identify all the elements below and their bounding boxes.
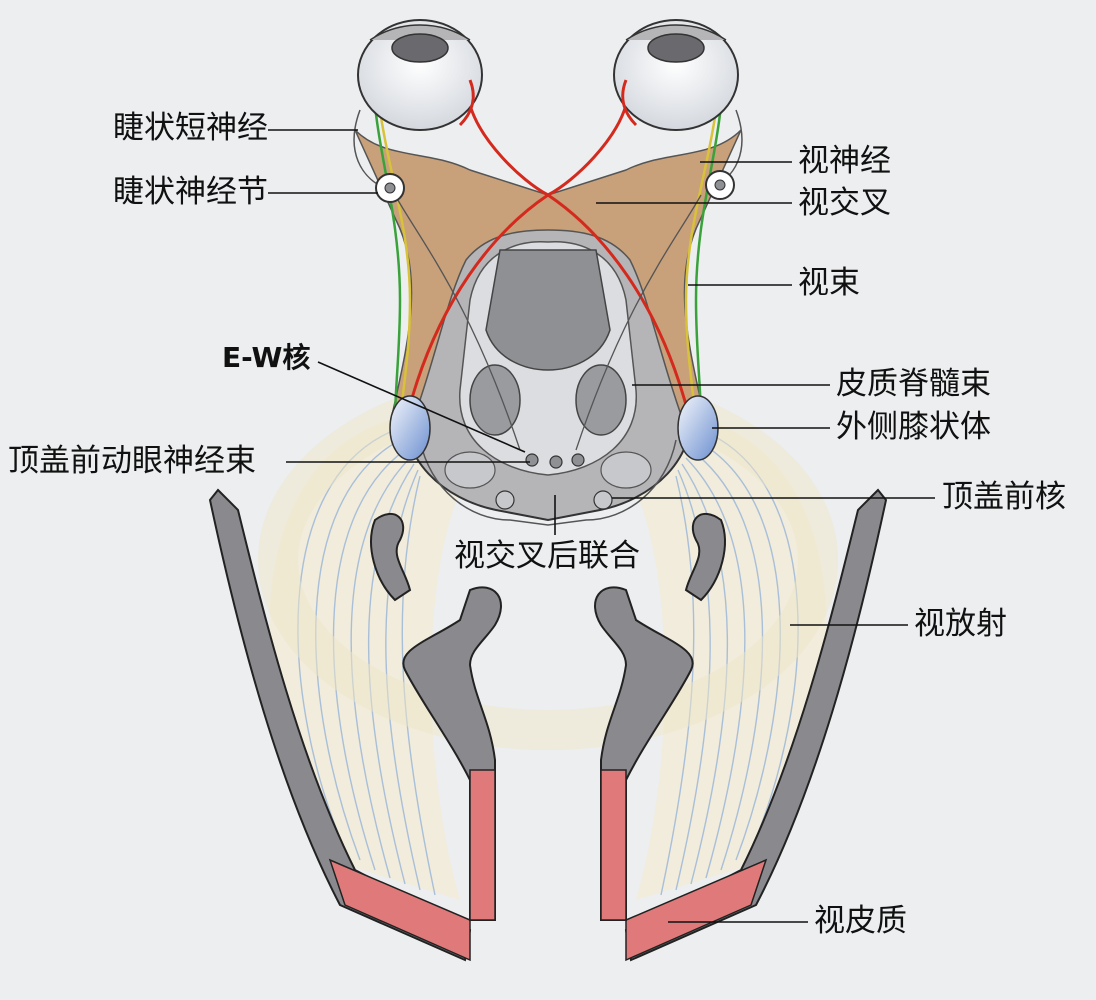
right-eye bbox=[613, 19, 739, 131]
label-optic-tract: 视束 bbox=[798, 265, 860, 301]
label-optic-chiasm: 视交叉 bbox=[798, 185, 891, 221]
ciliary-ganglion-left bbox=[375, 173, 405, 203]
label-corticospinal-tract: 皮质脊髓束 bbox=[836, 366, 991, 402]
label-ciliary-ganglion: 睫状神经节 bbox=[113, 174, 268, 210]
midbrain bbox=[403, 226, 693, 526]
leader-lines bbox=[268, 129, 935, 923]
left-eye bbox=[357, 19, 483, 131]
lateral-geniculate-body-left bbox=[389, 395, 431, 461]
label-optic-radiation: 视放射 bbox=[914, 606, 1007, 642]
label-optic-nerve: 视神经 bbox=[798, 143, 891, 179]
visual-cortex-left bbox=[208, 488, 502, 962]
label-ciliary-short-nerve: 睫状短神经 bbox=[113, 110, 268, 146]
ciliary-ganglion-right bbox=[705, 170, 735, 200]
label-ew-nucleus: E-W核 bbox=[222, 341, 311, 374]
label-visual-cortex: 视皮质 bbox=[814, 903, 907, 939]
visual-cortex-right bbox=[594, 488, 888, 962]
label-pretectal-nucleus: 顶盖前核 bbox=[942, 479, 1066, 515]
label-pretectal-oculomotor-tract: 顶盖前动眼神经束 bbox=[8, 443, 256, 479]
label-postchiasmal-commissure: 视交叉后联合 bbox=[454, 538, 640, 574]
label-lateral-geniculate-body: 外侧膝状体 bbox=[836, 409, 991, 445]
